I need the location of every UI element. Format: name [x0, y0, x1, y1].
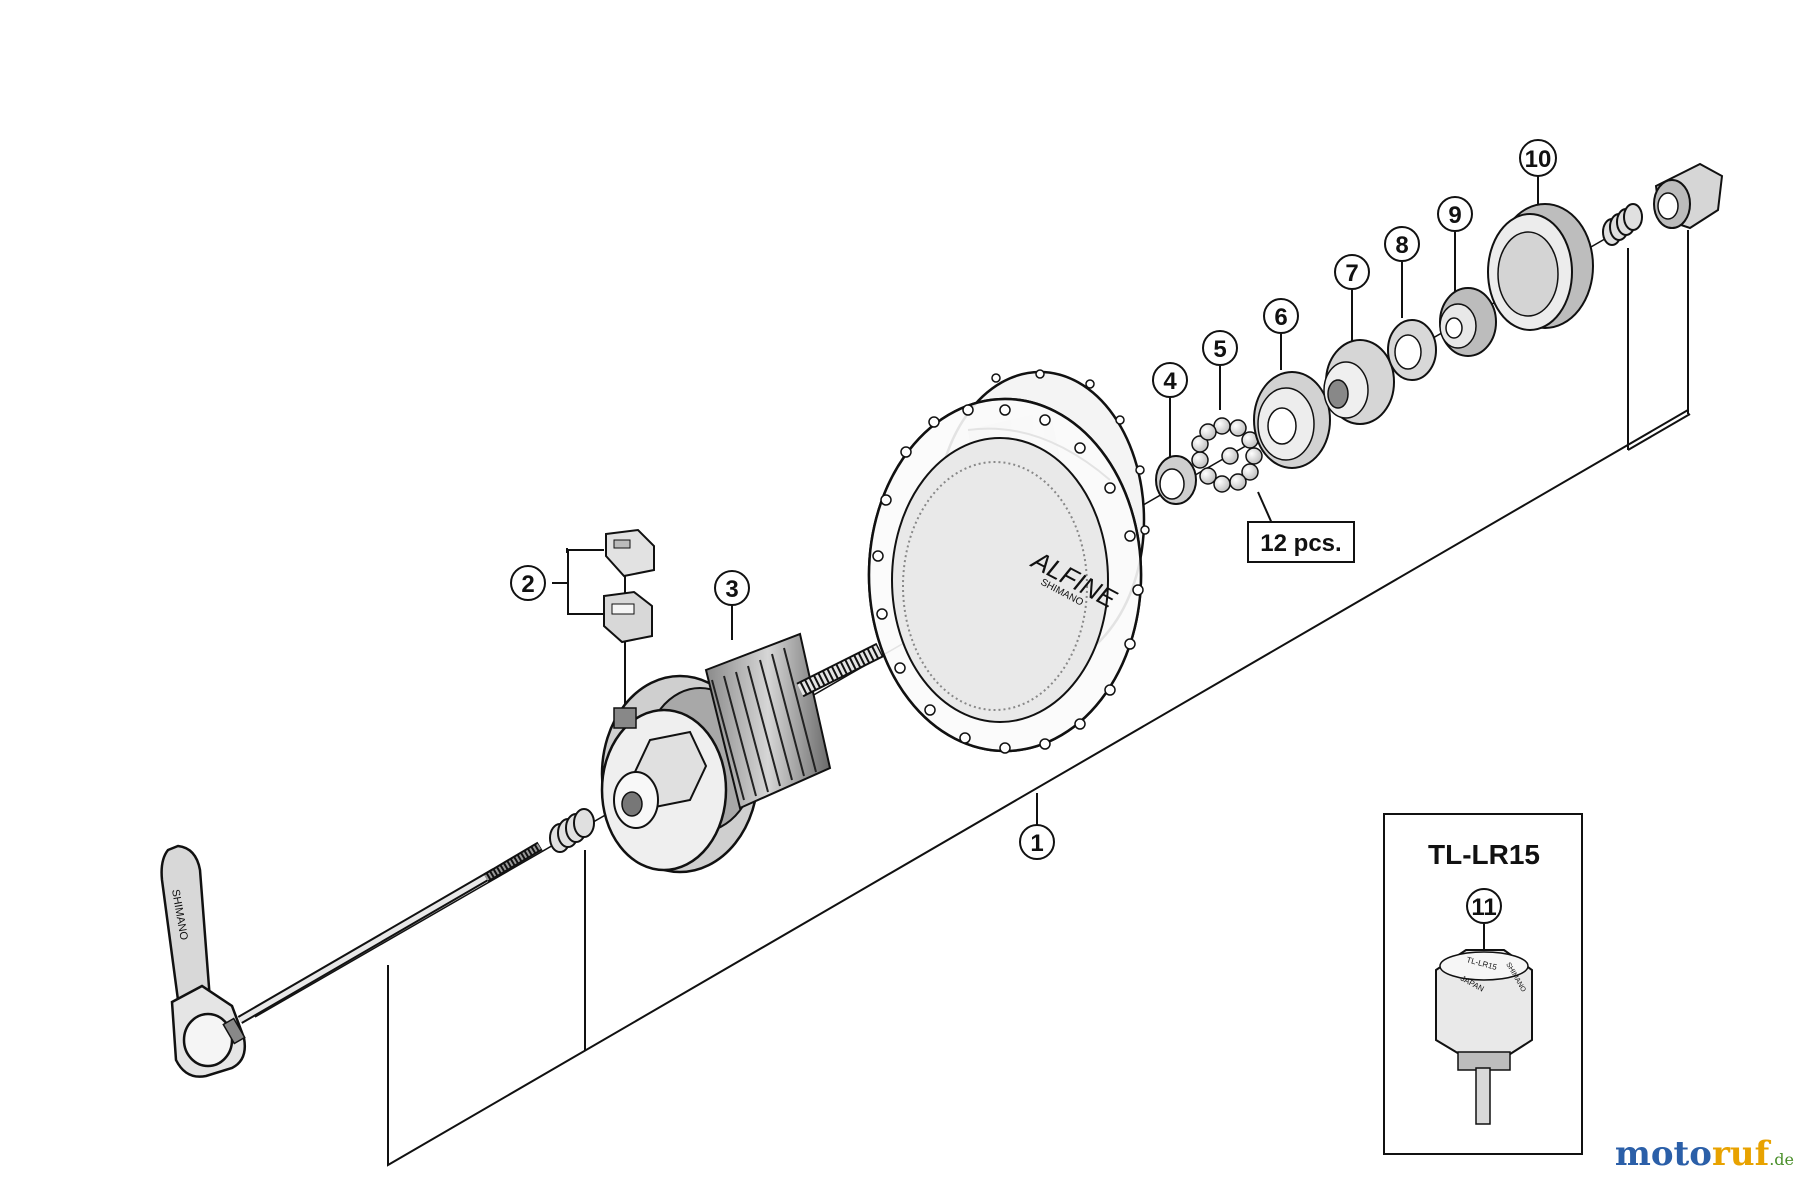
callout-10-text: 10: [1525, 146, 1552, 173]
skewer-rod: [237, 841, 543, 1024]
callout-2: 2: [510, 565, 546, 601]
watermark-part-3: .de: [1769, 1150, 1794, 1169]
callout-4-text: 4: [1163, 368, 1177, 395]
sprocket-driver: [600, 632, 884, 874]
callout-8: 8: [1384, 226, 1420, 262]
site-watermark: motoruf.de: [1615, 1134, 1794, 1174]
callout-7-text: 7: [1345, 260, 1358, 287]
washer-8: [1387, 319, 1437, 381]
watermark-part-1: moto: [1614, 1134, 1712, 1174]
callout-8-text: 8: [1395, 232, 1408, 259]
quantity-note-box: 12 pcs.: [1247, 521, 1355, 563]
connector-parts: [603, 528, 655, 644]
callout-4: 4: [1152, 362, 1188, 398]
ball-bearings: [1191, 417, 1263, 493]
callout-7: 7: [1334, 254, 1370, 290]
cover-cap-10: [1487, 203, 1594, 331]
callout-11-text: 11: [1471, 894, 1496, 921]
callout-11: 11: [1466, 888, 1502, 924]
callout-3-text: 3: [725, 576, 738, 603]
callout-9: 9: [1437, 196, 1473, 232]
callout-1: 1: [1019, 824, 1055, 860]
quick-release-lever: SHIMANO: [160, 844, 246, 1078]
lock-nut-9: [1439, 287, 1497, 357]
seal-ring-4: [1155, 455, 1197, 505]
callout-3: 3: [714, 570, 750, 606]
callout-1-text: 1: [1030, 830, 1043, 857]
hub-shell: ALFINE SHIMANO: [867, 369, 1150, 754]
callout-6: 6: [1263, 298, 1299, 334]
end-nut: [1653, 162, 1724, 230]
callout-5: 5: [1202, 330, 1238, 366]
quantity-note-text: 12 pcs.: [1260, 530, 1341, 557]
cone-7: [1323, 339, 1395, 425]
callout-10: 10: [1519, 139, 1557, 177]
tool-box: TL-LR15 TL-LR15 JAPAN SHIMANO: [1383, 813, 1583, 1155]
dust-cap-6: [1253, 371, 1331, 469]
watermark-part-2: ruf: [1711, 1134, 1770, 1174]
callout-2-text: 2: [521, 571, 534, 598]
spring-right: [1602, 203, 1643, 246]
callout-5-text: 5: [1213, 336, 1226, 363]
tool-name: TL-LR15: [1428, 839, 1540, 870]
callout-6-text: 6: [1274, 304, 1287, 331]
spring-left: [549, 808, 595, 853]
callout-9-text: 9: [1448, 202, 1461, 229]
